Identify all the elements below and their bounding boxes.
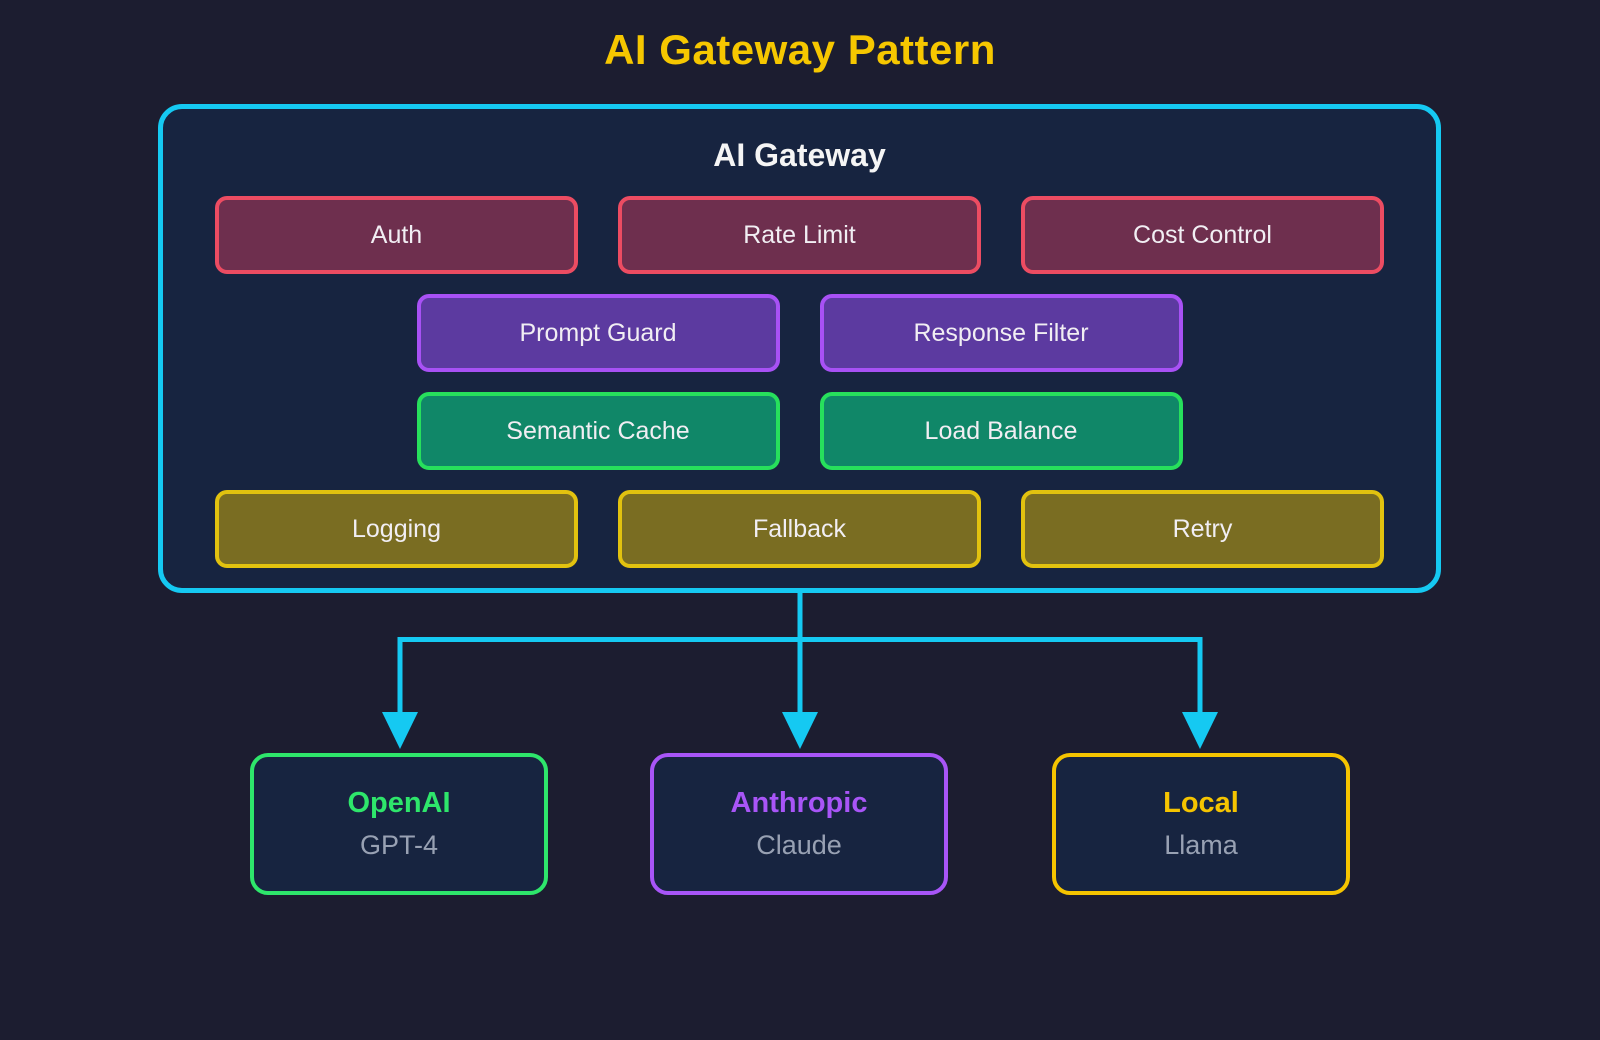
provider-card-anthropic: Anthropic Claude <box>650 753 948 895</box>
provider-name: Anthropic <box>730 787 868 819</box>
node-cost-control: Cost Control <box>1021 196 1384 274</box>
node-prompt-guard: Prompt Guard <box>416 294 780 372</box>
arrow-head-left <box>382 712 418 749</box>
node-response-filter: Response Filter <box>819 294 1183 372</box>
provider-model: Llama <box>1164 830 1238 860</box>
ai-gateway-box: AI Gateway Auth Rate Limit Cost Control … <box>158 104 1441 593</box>
node-semantic-cache: Semantic Cache <box>416 392 780 470</box>
node-auth: Auth <box>215 196 578 274</box>
gateway-row-resilience: Logging Fallback Retry <box>163 490 1436 568</box>
provider-card-openai: OpenAI GPT-4 <box>250 753 548 895</box>
provider-model: Claude <box>756 830 842 860</box>
node-load-balance: Load Balance <box>819 392 1183 470</box>
provider-card-local: Local Llama <box>1052 753 1350 895</box>
page-title: AI Gateway Pattern <box>604 26 996 73</box>
node-rate-limit: Rate Limit <box>618 196 981 274</box>
arrow-head-center <box>782 712 818 749</box>
provider-name: OpenAI <box>347 787 451 819</box>
gateway-row-filtering: Prompt Guard Response Filter <box>163 294 1436 372</box>
gateway-row-policy: Auth Rate Limit Cost Control <box>163 196 1436 274</box>
gateway-row-routing: Semantic Cache Load Balance <box>163 392 1436 470</box>
arrow-head-right <box>1182 712 1218 749</box>
node-retry: Retry <box>1021 490 1384 568</box>
provider-model: GPT-4 <box>359 830 439 860</box>
node-fallback: Fallback <box>618 490 981 568</box>
gateway-title: AI Gateway <box>713 137 886 173</box>
node-logging: Logging <box>215 490 578 568</box>
provider-name: Local <box>1163 787 1239 819</box>
